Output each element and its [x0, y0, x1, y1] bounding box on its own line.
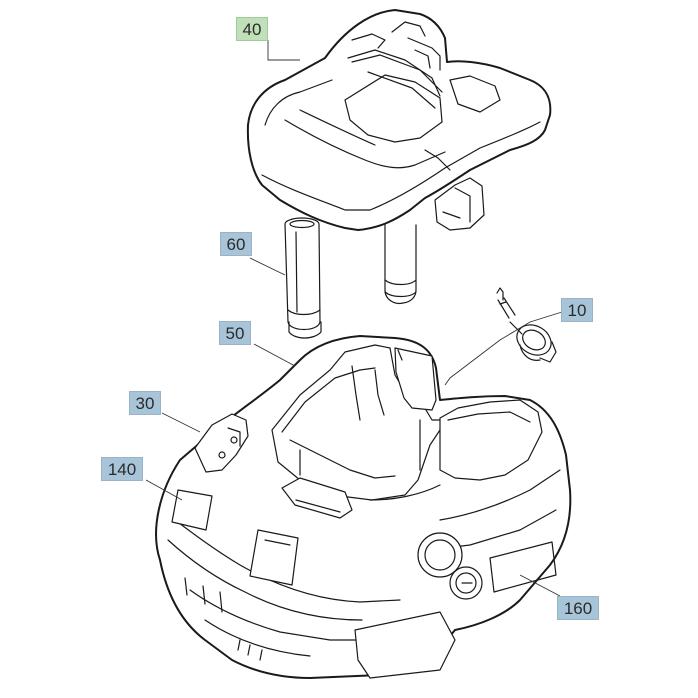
main-housing[interactable]: [155, 335, 572, 679]
callout-40[interactable]: 40: [236, 17, 268, 41]
leader-30: [161, 412, 201, 433]
tube-part-60[interactable]: [284, 217, 322, 339]
top-cover-part-40[interactable]: [246, 9, 552, 305]
leader-60: [249, 257, 286, 276]
leader-140: [145, 479, 183, 501]
label-plate-part-140[interactable]: [171, 489, 213, 531]
callout-10[interactable]: 10: [561, 298, 593, 322]
callout-30[interactable]: 30: [129, 391, 161, 415]
valve-connector-part-10[interactable]: [496, 287, 557, 363]
side-clip-part-30[interactable]: [194, 413, 249, 473]
leader-50: [253, 343, 296, 367]
callout-50[interactable]: 50: [219, 321, 251, 345]
leader-160: [519, 574, 561, 597]
callout-160[interactable]: 160: [557, 596, 599, 620]
leader-lines: [145, 40, 563, 597]
callout-140[interactable]: 140: [101, 457, 143, 481]
leader-10: [444, 311, 563, 386]
leader-40: [267, 40, 300, 61]
callout-60[interactable]: 60: [220, 232, 252, 256]
